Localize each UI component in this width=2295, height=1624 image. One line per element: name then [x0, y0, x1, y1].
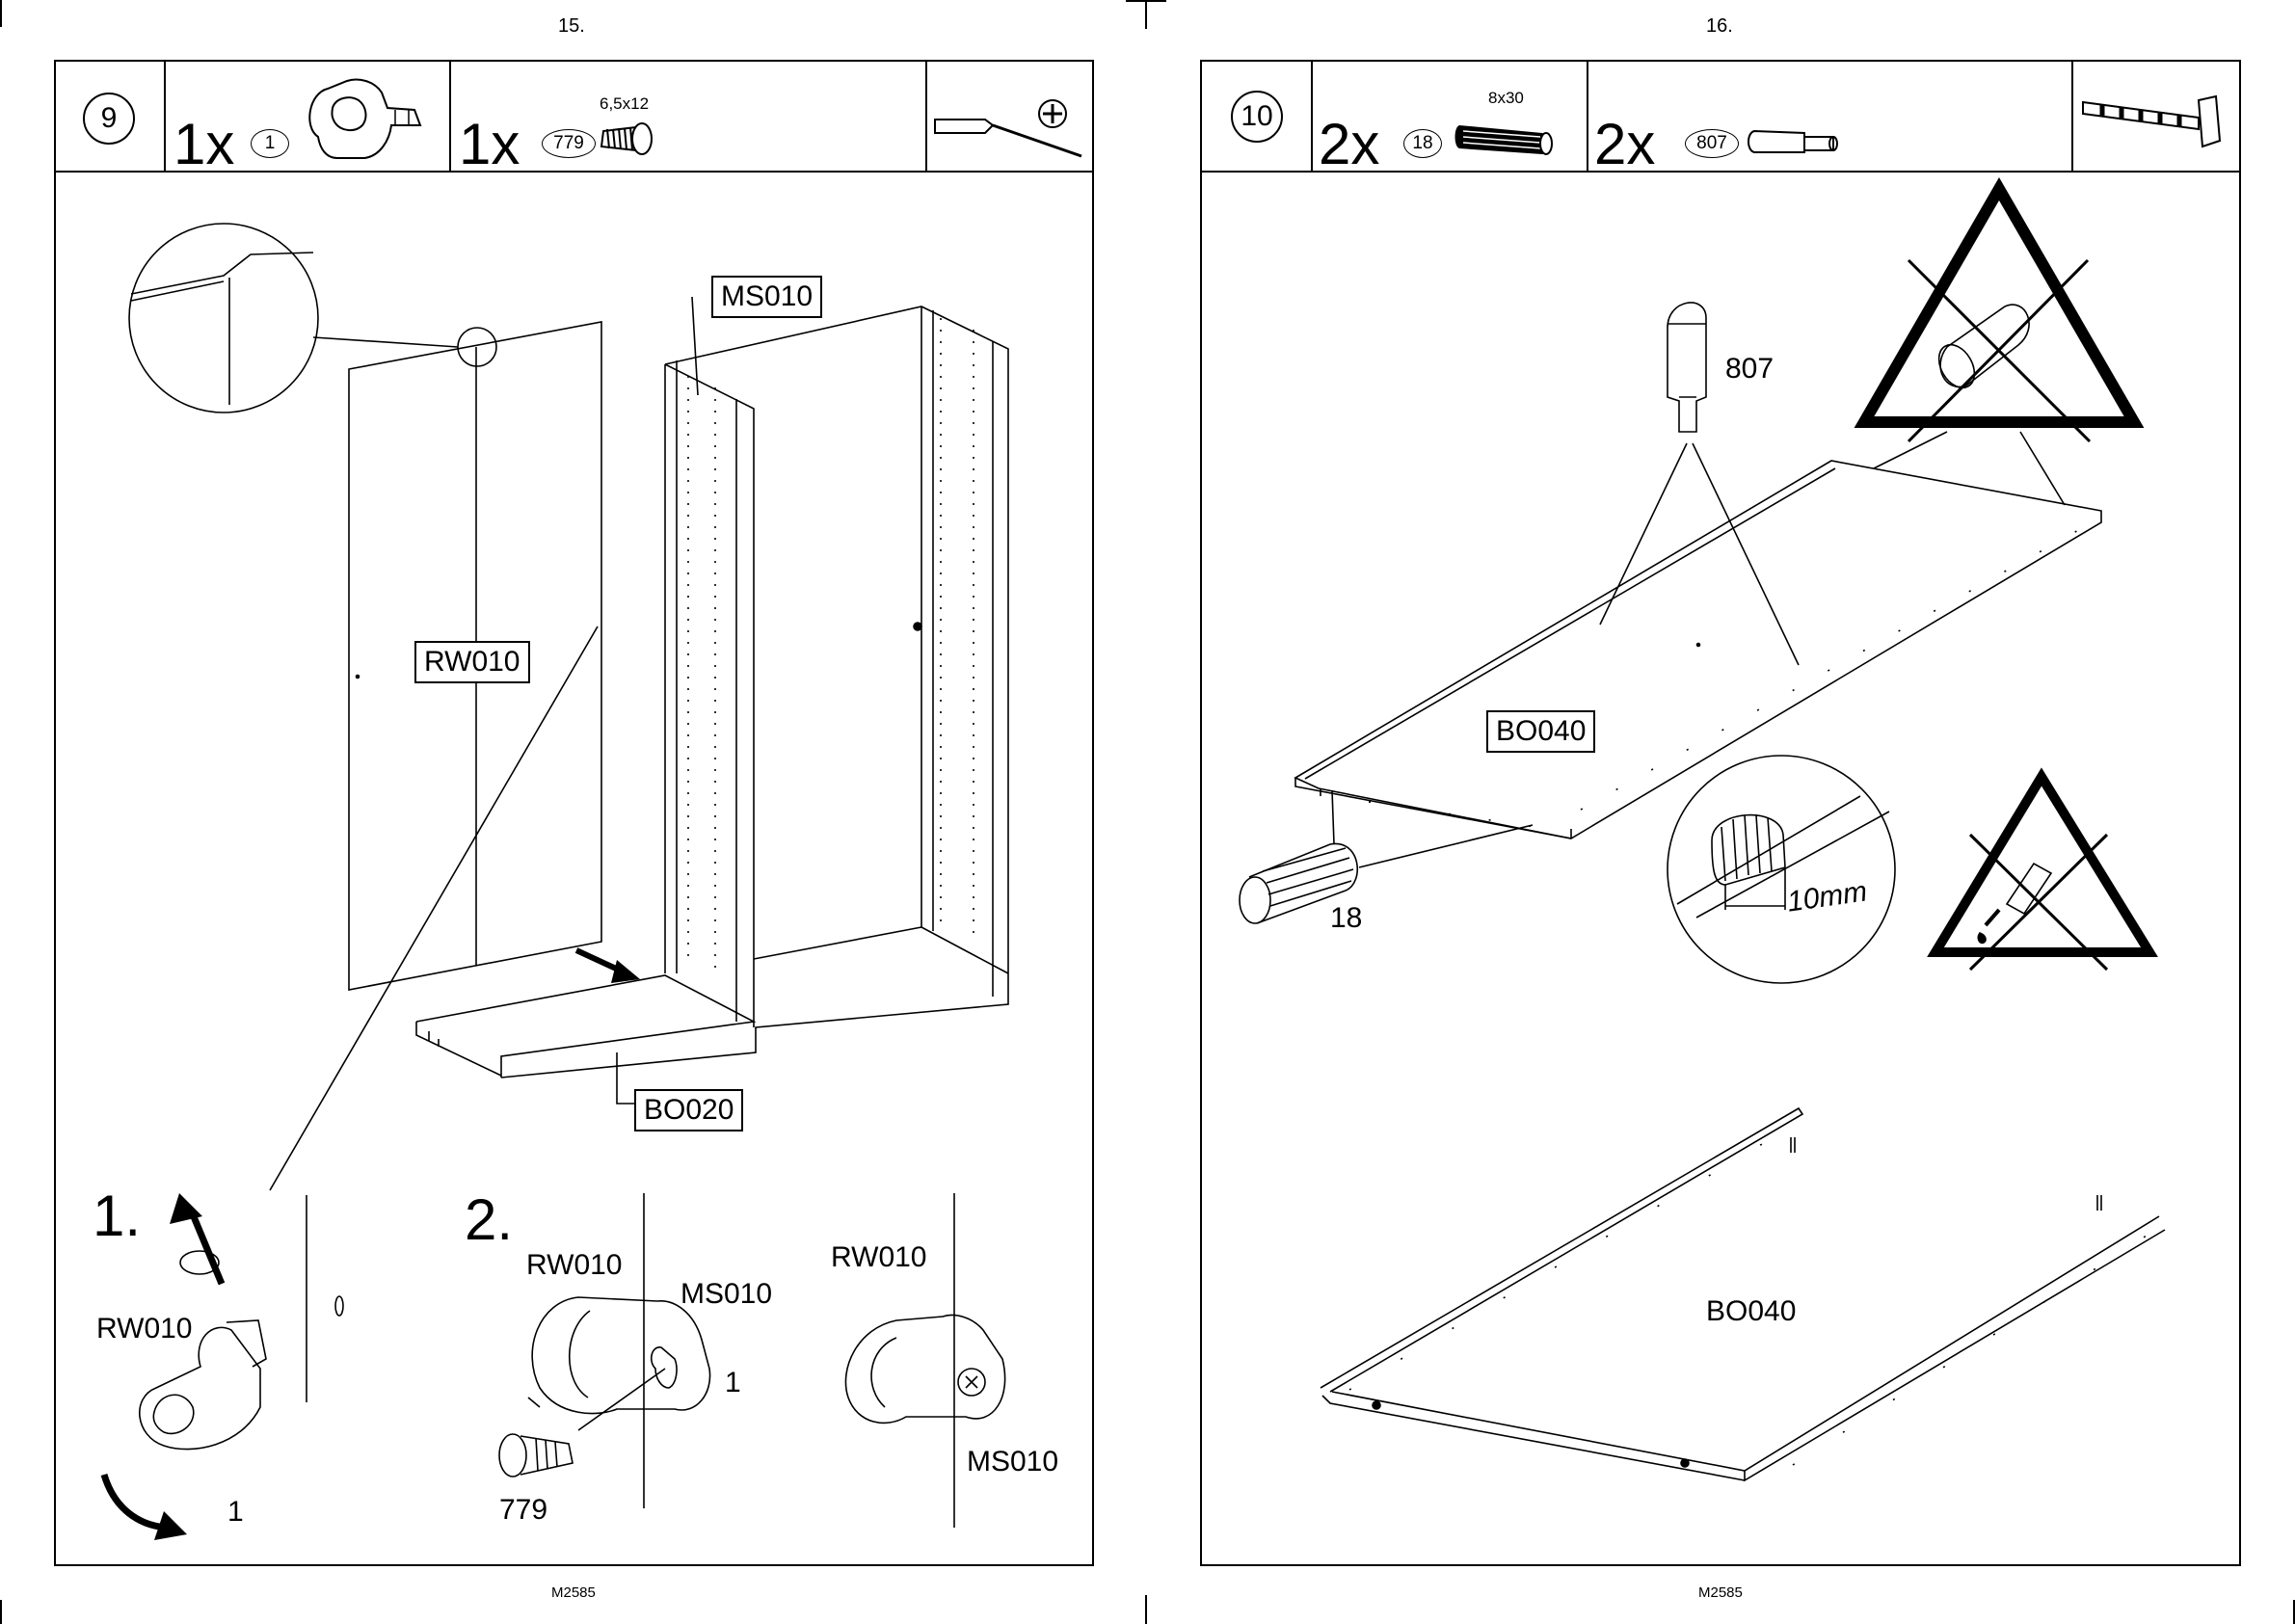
- dowel-depth-detail: [1668, 756, 1895, 983]
- label-dowel-18: 18: [1330, 902, 1362, 935]
- shelf-board-bo040: [1295, 461, 2101, 839]
- part-label-bo040: BO040: [1486, 710, 1595, 753]
- label-pin-807: 807: [1725, 353, 1774, 386]
- no-hammering-dowel-warning-icon: [1864, 189, 2134, 422]
- label-bo040: BO040: [1706, 1295, 1796, 1328]
- shelf-pin-807: [1668, 303, 1706, 432]
- shelf-board-bo040: [1321, 1108, 1802, 1392]
- no-glue-warning-icon: [1935, 777, 2149, 952]
